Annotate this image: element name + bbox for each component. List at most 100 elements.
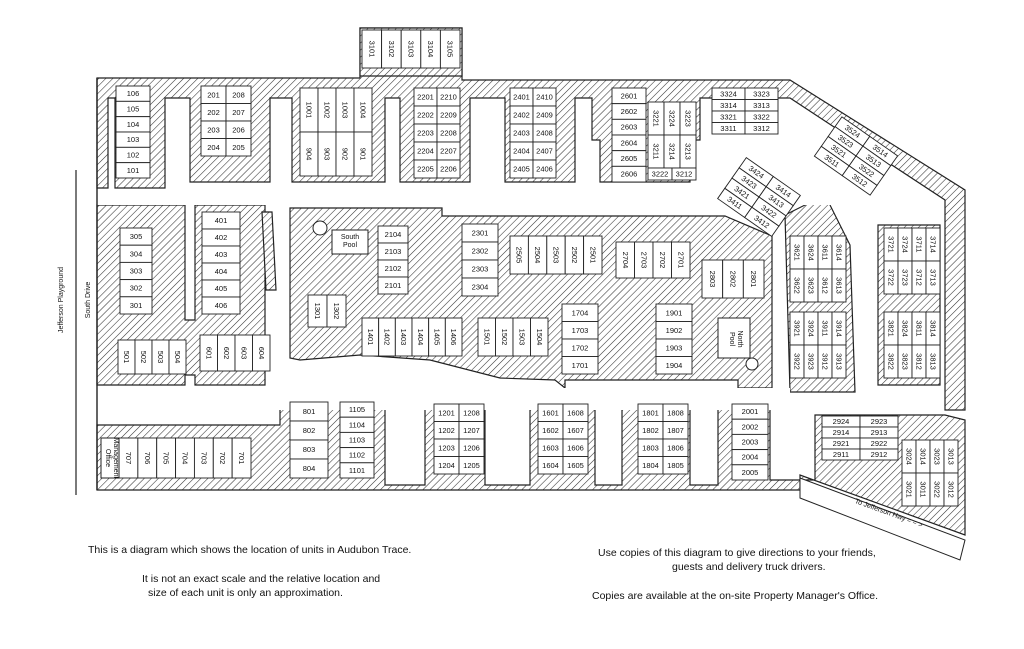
- unit-1607: 1607: [562, 421, 589, 440]
- unit-703: 703: [193, 437, 214, 479]
- unit-box: [458, 456, 485, 475]
- unit-number: 705: [162, 452, 171, 465]
- unit-number: 101: [127, 166, 140, 175]
- unit-3712: 3712: [911, 260, 927, 295]
- unit-box: [252, 334, 271, 372]
- unit-number: 402: [215, 233, 228, 242]
- unit-number: 1004: [359, 102, 368, 119]
- unit-number: 1201: [438, 408, 455, 417]
- unit-3322: 3322: [744, 110, 779, 123]
- unit-2604: 2604: [611, 134, 647, 152]
- unit-3023: 3023: [929, 439, 945, 474]
- unit-3811: 3811: [911, 311, 927, 346]
- unit-number: 2504: [533, 247, 542, 264]
- unit-box: [655, 356, 693, 375]
- unit-3411: 3411: [717, 187, 753, 219]
- unit-number: 2003: [742, 438, 759, 447]
- road-lower: [97, 388, 790, 410]
- unit-number: 801: [303, 407, 316, 416]
- caption-line-1: This is a diagram which shows the locati…: [88, 544, 412, 556]
- unit-number: 1203: [438, 443, 455, 452]
- unit-number: 2406: [536, 165, 553, 174]
- south-drive: [97, 190, 900, 205]
- unit-number: 2101: [385, 281, 402, 290]
- unit-3022: 3022: [929, 472, 945, 507]
- unit-number: 3013: [947, 448, 956, 465]
- unit-number: 2502: [570, 247, 579, 264]
- unit-1606: 1606: [562, 438, 589, 457]
- unit-2802: 2802: [722, 259, 744, 299]
- unit-3312: 3312: [744, 122, 779, 135]
- unit-402: 402: [201, 228, 241, 247]
- caption-line-2: It is not an exact scale and the relativ…: [142, 573, 381, 585]
- unit-3104: 3104: [420, 29, 441, 69]
- unit-box: [562, 456, 589, 475]
- unit-number: 2202: [417, 111, 434, 120]
- unit-number: 3923: [807, 353, 816, 370]
- north-pool-label: North: [736, 330, 743, 347]
- unit-3824: 3824: [897, 311, 913, 346]
- unit-2405: 2405: [509, 159, 534, 179]
- unit-number: 1501: [482, 329, 491, 346]
- unit-number: 302: [130, 284, 143, 293]
- unit-number: 401: [215, 216, 228, 225]
- unit-number: 902: [341, 148, 350, 161]
- unit-1803: 1803: [637, 438, 664, 457]
- unit-number: 2401: [513, 93, 530, 102]
- unit-901: 901: [353, 131, 373, 177]
- unit-704: 704: [175, 437, 195, 479]
- unit-1402: 1402: [378, 317, 396, 357]
- unit-1703: 1703: [561, 321, 599, 340]
- unit-2703: 2703: [634, 241, 654, 279]
- unit-301: 301: [119, 296, 153, 315]
- unit-1205: 1205: [458, 456, 485, 475]
- unit-1003: 1003: [335, 87, 355, 133]
- unit-205: 205: [225, 138, 252, 157]
- unit-1403: 1403: [394, 317, 413, 357]
- unit-3812: 3812: [911, 344, 927, 379]
- unit-number: 3822: [887, 353, 896, 370]
- unit-number: 3022: [933, 481, 942, 498]
- unit-box: [339, 462, 375, 479]
- unit-number: 3911: [821, 320, 830, 336]
- unit-number: 2210: [440, 93, 457, 102]
- unit-804: 804: [289, 458, 329, 479]
- unit-2102: 2102: [377, 259, 409, 278]
- unit-3924: 3924: [803, 311, 819, 346]
- unit-2503: 2503: [546, 235, 566, 275]
- unit-number: 2005: [742, 468, 759, 477]
- unit-number: 3711: [915, 236, 924, 252]
- unit-2207: 2207: [436, 141, 461, 161]
- unit-number: 1806: [667, 443, 684, 452]
- unit-number: 702: [218, 452, 227, 465]
- unit-2202: 2202: [413, 105, 438, 125]
- unit-number: 201: [207, 90, 220, 99]
- unit-number: 2911: [833, 450, 849, 459]
- unit-904: 904: [299, 131, 319, 177]
- unit-206: 206: [225, 120, 252, 139]
- unit-3921: 3921: [789, 311, 805, 346]
- unit-number: 3212: [676, 170, 693, 179]
- unit-801: 801: [289, 401, 329, 422]
- unit-202: 202: [200, 103, 227, 122]
- unit-number: 3921: [793, 320, 802, 337]
- unit-3614: 3614: [831, 235, 847, 270]
- unit-number: 102: [127, 151, 140, 160]
- unit-number: 503: [156, 351, 165, 364]
- unit-404: 404: [201, 262, 241, 281]
- unit-3621: 3621: [789, 235, 805, 270]
- south-drive-label: South Drive: [85, 282, 92, 319]
- unit-3412: 3412: [744, 206, 780, 238]
- unit-3622: 3622: [789, 268, 805, 303]
- unit-number: 3813: [929, 353, 938, 370]
- unit-302: 302: [119, 279, 153, 298]
- unit-number: 3224: [668, 110, 677, 127]
- unit-201: 201: [200, 85, 227, 104]
- unit-number: 3824: [901, 320, 910, 337]
- unit-1204: 1204: [433, 456, 460, 475]
- unit-number: 2923: [871, 417, 888, 426]
